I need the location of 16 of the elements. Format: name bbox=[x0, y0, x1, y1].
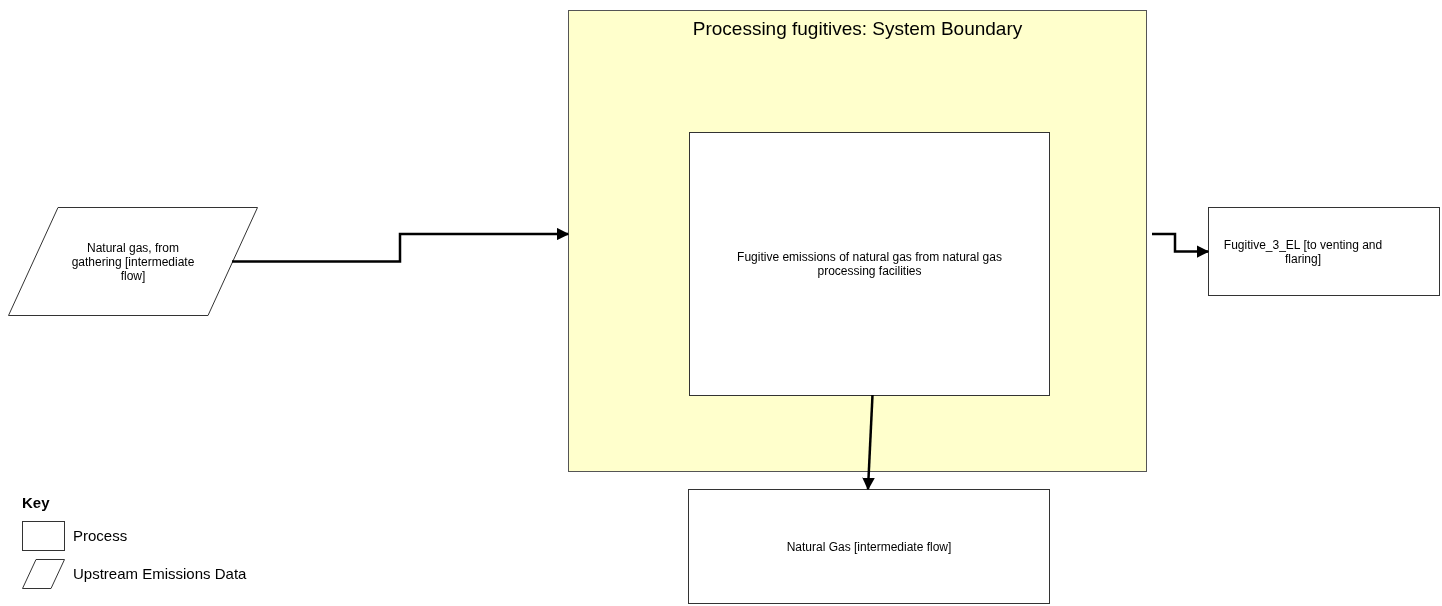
process-box bbox=[689, 132, 1050, 396]
node-text: Natural gas, from gathering [intermediate flow] bbox=[70, 240, 196, 283]
process-box bbox=[688, 489, 1050, 604]
node-text: Natural Gas [intermediate flow] bbox=[786, 539, 952, 554]
legend-text: Upstream Emissions Data bbox=[73, 563, 247, 584]
arrow bbox=[1152, 232, 1210, 258]
node-text: Fugitive emissions of natural gas from natural gas processing facilities bbox=[736, 250, 1003, 278]
process-box bbox=[1208, 207, 1440, 296]
arrow bbox=[232, 227, 570, 263]
node-text: Fugitive_3_EL [to venting and flaring] bbox=[1222, 237, 1384, 266]
legend-title: Key bbox=[22, 494, 51, 513]
system-boundary-box bbox=[568, 10, 1147, 472]
arrow bbox=[862, 394, 875, 491]
data-parallelogram bbox=[8, 207, 258, 316]
legend-text: Process bbox=[73, 525, 128, 546]
boundary-title: Processing fugitives: System Boundary bbox=[691, 17, 1024, 41]
